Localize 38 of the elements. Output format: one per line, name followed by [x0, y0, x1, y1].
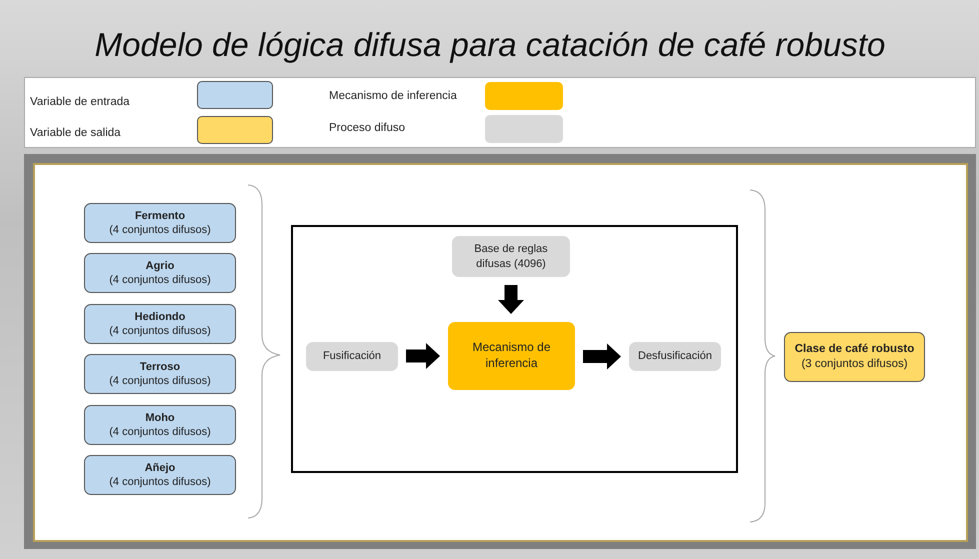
process-box [452, 236, 570, 277]
inference-box [448, 322, 575, 390]
input-variable-box [84, 203, 236, 243]
node-label: Base de reglas difusas (4096) [473, 242, 549, 271]
node-title: Hediondo [134, 310, 186, 324]
input-variable-box [84, 253, 236, 293]
node-label: Mecanismo de inferencia [471, 340, 552, 372]
node-title: Clase de café robusto [794, 342, 914, 357]
input-variable-box [84, 304, 236, 344]
node-label: (4 conjuntos difusos) [109, 374, 211, 388]
input-variable-box [84, 455, 236, 495]
node-title: Fermento [134, 208, 186, 223]
diagram-title: Modelo de lógica difusa para catación de café robusto [94, 26, 886, 64]
process-box [306, 342, 398, 371]
process-box [629, 342, 721, 371]
node-label: (4 conjuntos difusos) [109, 223, 211, 238]
outlined-box [291, 225, 738, 473]
node-label: (4 conjuntos difusos) [109, 475, 211, 490]
node-title: Moho [145, 410, 175, 425]
legend-label: Variable de entrada [30, 96, 130, 108]
input-variable-box [84, 405, 236, 445]
node-title: Añejo [144, 460, 176, 475]
node-label: (4 conjuntos difusos) [109, 273, 211, 288]
node-title: Terroso [140, 360, 180, 374]
legend-label: Proceso difuso [329, 122, 406, 134]
input-variable-box [84, 354, 236, 394]
block-arrow [583, 344, 621, 370]
node-title: Agrio [146, 258, 174, 273]
block-arrow [498, 285, 524, 314]
node-label: (3 conjuntos difusos) [801, 357, 908, 372]
node-label: (4 conjuntos difusos) [109, 324, 211, 338]
block-arrow [406, 343, 440, 369]
output-variable-box [784, 332, 925, 382]
node-label: Desfusificación [638, 349, 712, 364]
legend-label: Variable de salida [30, 127, 121, 139]
node-label: (4 conjuntos difusos) [109, 425, 211, 440]
node-label: Fusificación [322, 349, 382, 364]
legend-label: Mecanismo de inferencia [329, 90, 457, 102]
